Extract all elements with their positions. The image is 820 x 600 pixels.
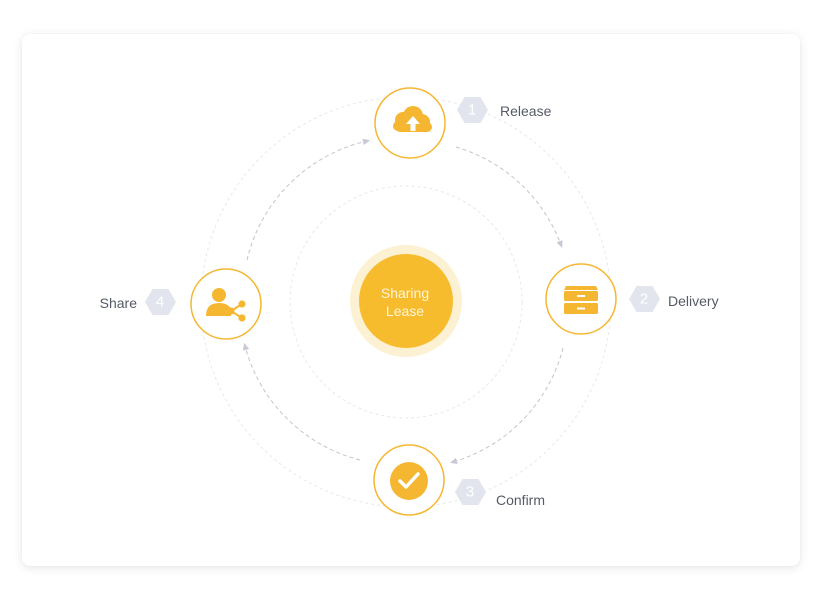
user-share-icon [206, 288, 246, 322]
step-delivery-label: Delivery [668, 293, 719, 309]
step-share-number: 4 [156, 294, 164, 311]
step-confirm: 3 Confirm [373, 444, 545, 516]
flow-arc-release-to-delivery [455, 146, 563, 249]
center-circle [359, 254, 453, 348]
drawer-cabinet-icon [564, 286, 598, 314]
step-delivery: 2 Delivery [545, 263, 719, 335]
flow-arc-delivery-to-confirm [449, 347, 564, 464]
hex-badge-2 [629, 286, 660, 312]
flow-arc-confirm-to-share [242, 342, 361, 461]
step-release-label: Release [500, 103, 552, 119]
hex-badge-3 [455, 479, 486, 505]
cloud-upload-icon [393, 106, 432, 132]
inner-ring [289, 185, 523, 419]
step-share: 4 Share [100, 268, 262, 340]
step-delivery-number: 2 [640, 291, 648, 308]
step-release: 1 Release [374, 87, 552, 159]
center-label-line1: Sharing [381, 285, 429, 301]
step-share-ring [190, 268, 262, 340]
center-node: Sharing Lease [350, 245, 462, 357]
flow-arc-share-to-release [246, 138, 371, 261]
check-circle-icon [390, 462, 428, 500]
step-confirm-number: 3 [466, 484, 474, 501]
step-confirm-label: Confirm [496, 492, 545, 508]
step-release-number: 1 [468, 102, 476, 119]
hex-badge-1 [457, 97, 488, 123]
step-share-label: Share [100, 295, 138, 311]
hex-badge-4 [145, 289, 176, 315]
center-label-line2: Lease [386, 303, 424, 319]
